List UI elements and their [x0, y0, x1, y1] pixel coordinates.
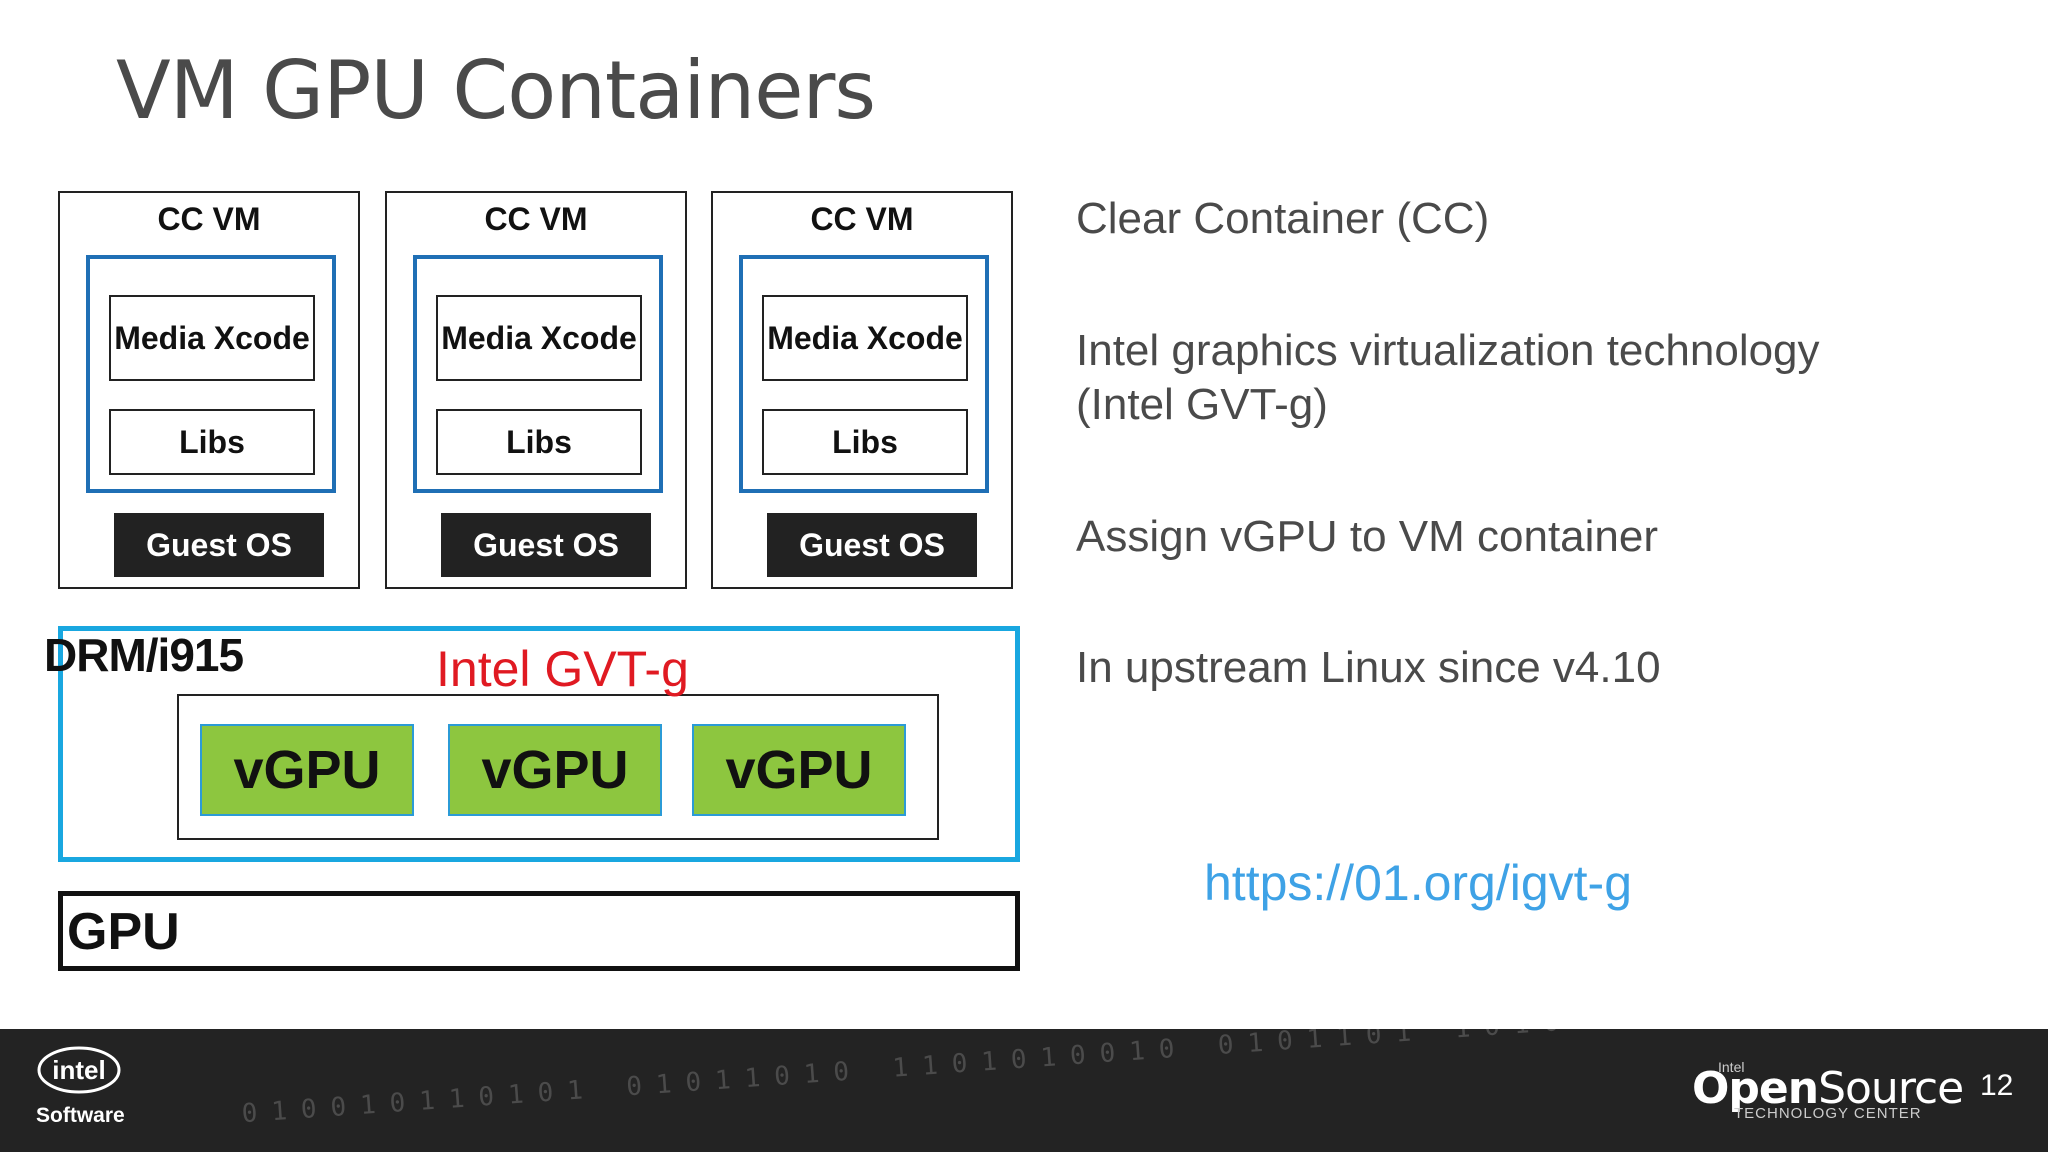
bullet-assign-vgpu: Assign vGPU to VM container [1076, 512, 1659, 561]
vm-label: CC VM [157, 201, 261, 237]
software-label: Software [36, 1104, 125, 1127]
bullet-intel-gvt: Intel graphics virtualization technology… [1076, 326, 1820, 429]
guest-os-box: Guest OS [767, 513, 977, 577]
technology-center-label: TECHNOLOGY CENTER [1734, 1105, 1922, 1122]
opensource-source-text: Source [1818, 1063, 1964, 1114]
binary-pattern-decoration: 010010110101 01011010 1101010010 0101101… [240, 1029, 2048, 1130]
vgpu-box: vGPU [200, 724, 414, 816]
drm-i915-label: DRM/i915 [44, 629, 244, 681]
vm-label: CC VM [484, 201, 588, 237]
vm-label: CC VM [810, 201, 914, 237]
bullet-clear-container: Clear Container (CC) [1076, 194, 1490, 243]
intel-logo-icon: intel [37, 1046, 121, 1094]
cc-vm-box: CC VM Media Xcode Libs Guest OS [711, 191, 1013, 589]
intel-logo-text: intel [52, 1055, 105, 1085]
opensource-logo: OpenSource [1692, 1063, 1964, 1114]
media-xcode-box: Media Xcode [762, 295, 968, 381]
cc-vm-box: CC VM Media Xcode Libs Guest OS [58, 191, 360, 589]
bullet-upstream-linux: In upstream Linux since v4.10 [1076, 643, 1661, 692]
guest-os-box: Guest OS [114, 513, 324, 577]
drm-i915-box [58, 626, 1020, 862]
opensource-intel-label: Intel [1718, 1059, 1745, 1075]
footer-bar: 010010110101 01011010 1101010010 0101101… [0, 1029, 2048, 1152]
vgpu-box: vGPU [692, 724, 906, 816]
media-xcode-box: Media Xcode [436, 295, 642, 381]
guest-os-box: Guest OS [441, 513, 651, 577]
igvt-g-link[interactable]: https://01.org/igvt-g [1204, 855, 1633, 911]
media-xcode-box: Media Xcode [109, 295, 315, 381]
page-number: 12 [1980, 1069, 2014, 1102]
vgpu-box: vGPU [448, 724, 662, 816]
libs-box: Libs [436, 409, 642, 475]
container-box: Media Xcode Libs [413, 255, 663, 493]
container-box: Media Xcode Libs [739, 255, 989, 493]
slide-title: VM GPU Containers [116, 44, 876, 137]
gpu-box: GPU [58, 891, 1020, 971]
gpu-label: GPU [67, 903, 180, 961]
intel-gvt-g-label: Intel GVT-g [436, 641, 689, 697]
cc-vm-box: CC VM Media Xcode Libs Guest OS [385, 191, 687, 589]
vgpu-group-box: vGPU vGPU vGPU [177, 694, 939, 840]
opensource-open-text: Open [1692, 1063, 1819, 1114]
libs-box: Libs [762, 409, 968, 475]
libs-box: Libs [109, 409, 315, 475]
container-box: Media Xcode Libs [86, 255, 336, 493]
